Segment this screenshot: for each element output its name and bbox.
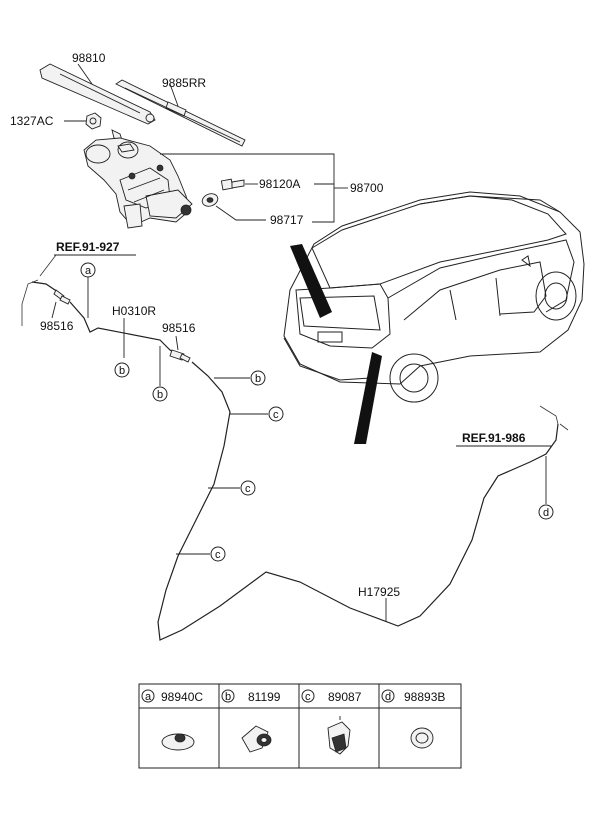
label-9885RR: 9885RR bbox=[162, 76, 206, 90]
svg-text:d: d bbox=[385, 691, 391, 703]
pointer-wedge-nozzle bbox=[354, 352, 382, 444]
bolt bbox=[220, 178, 245, 191]
label-1327AC: 1327AC bbox=[10, 114, 54, 128]
legend-part-d: 98893B bbox=[404, 690, 445, 704]
svg-text:c: c bbox=[245, 483, 251, 495]
nozzle-right bbox=[169, 349, 191, 363]
label-98700: 98700 bbox=[350, 181, 384, 195]
hose-clip-icon bbox=[241, 725, 272, 753]
svg-text:c: c bbox=[305, 691, 311, 703]
nut bbox=[85, 112, 102, 130]
callout-b-1 bbox=[114, 362, 130, 378]
legend-part-a: 98940C bbox=[161, 690, 203, 704]
svg-text:b: b bbox=[255, 373, 261, 385]
callout-c-1 bbox=[268, 406, 284, 422]
hose-long bbox=[157, 361, 559, 641]
label-98516-left: 98516 bbox=[40, 319, 74, 333]
legend-key-d bbox=[381, 689, 395, 703]
svg-text:b: b bbox=[119, 365, 125, 377]
leader-9885RR bbox=[169, 83, 179, 107]
grommet-icon bbox=[161, 733, 195, 751]
ref-left: REF.91-927 bbox=[56, 240, 120, 254]
legend-key-b bbox=[221, 689, 235, 703]
nozzle-left bbox=[53, 289, 71, 305]
callout-c-2 bbox=[240, 480, 256, 496]
cap bbox=[201, 193, 219, 207]
label-98120A: 98120A bbox=[259, 177, 300, 191]
pointer-wedge-motor bbox=[290, 244, 332, 318]
plug-icon bbox=[410, 727, 434, 749]
svg-text:b: b bbox=[157, 389, 163, 401]
svg-text:d: d bbox=[543, 507, 549, 519]
svg-text:a: a bbox=[85, 265, 92, 277]
callout-b-2 bbox=[152, 386, 168, 402]
vehicle-illustration bbox=[283, 191, 585, 403]
legend-table: a 98940C b 81199 c 89087 d 98893B bbox=[138, 683, 462, 769]
wiper-motor bbox=[83, 137, 193, 229]
label-H17925: H17925 bbox=[358, 585, 400, 599]
push-clip-icon bbox=[327, 716, 351, 755]
svg-text:c: c bbox=[215, 549, 221, 561]
leader-98810 bbox=[77, 63, 93, 85]
callout-d bbox=[538, 504, 554, 520]
svg-text:b: b bbox=[225, 691, 231, 703]
ref-right: REF.91-986 bbox=[462, 431, 526, 445]
label-98717: 98717 bbox=[270, 213, 304, 227]
callout-b-3 bbox=[250, 370, 266, 386]
label-98810: 98810 bbox=[72, 51, 106, 65]
leader-98717 bbox=[215, 205, 266, 221]
wiper-arm bbox=[39, 63, 156, 125]
svg-text:c: c bbox=[273, 409, 279, 421]
legend-key-a bbox=[141, 689, 155, 703]
label-98516-right: 98516 bbox=[162, 321, 196, 335]
legend-part-b: 81199 bbox=[248, 690, 281, 704]
wiper-blade bbox=[115, 79, 246, 147]
legend-key-c bbox=[301, 689, 315, 703]
label-H0310R: H0310R bbox=[112, 304, 156, 318]
callout-c-3 bbox=[210, 546, 226, 562]
legend-part-c: 89087 bbox=[328, 690, 362, 704]
svg-text:a: a bbox=[145, 691, 152, 703]
hose-short bbox=[69, 301, 181, 357]
